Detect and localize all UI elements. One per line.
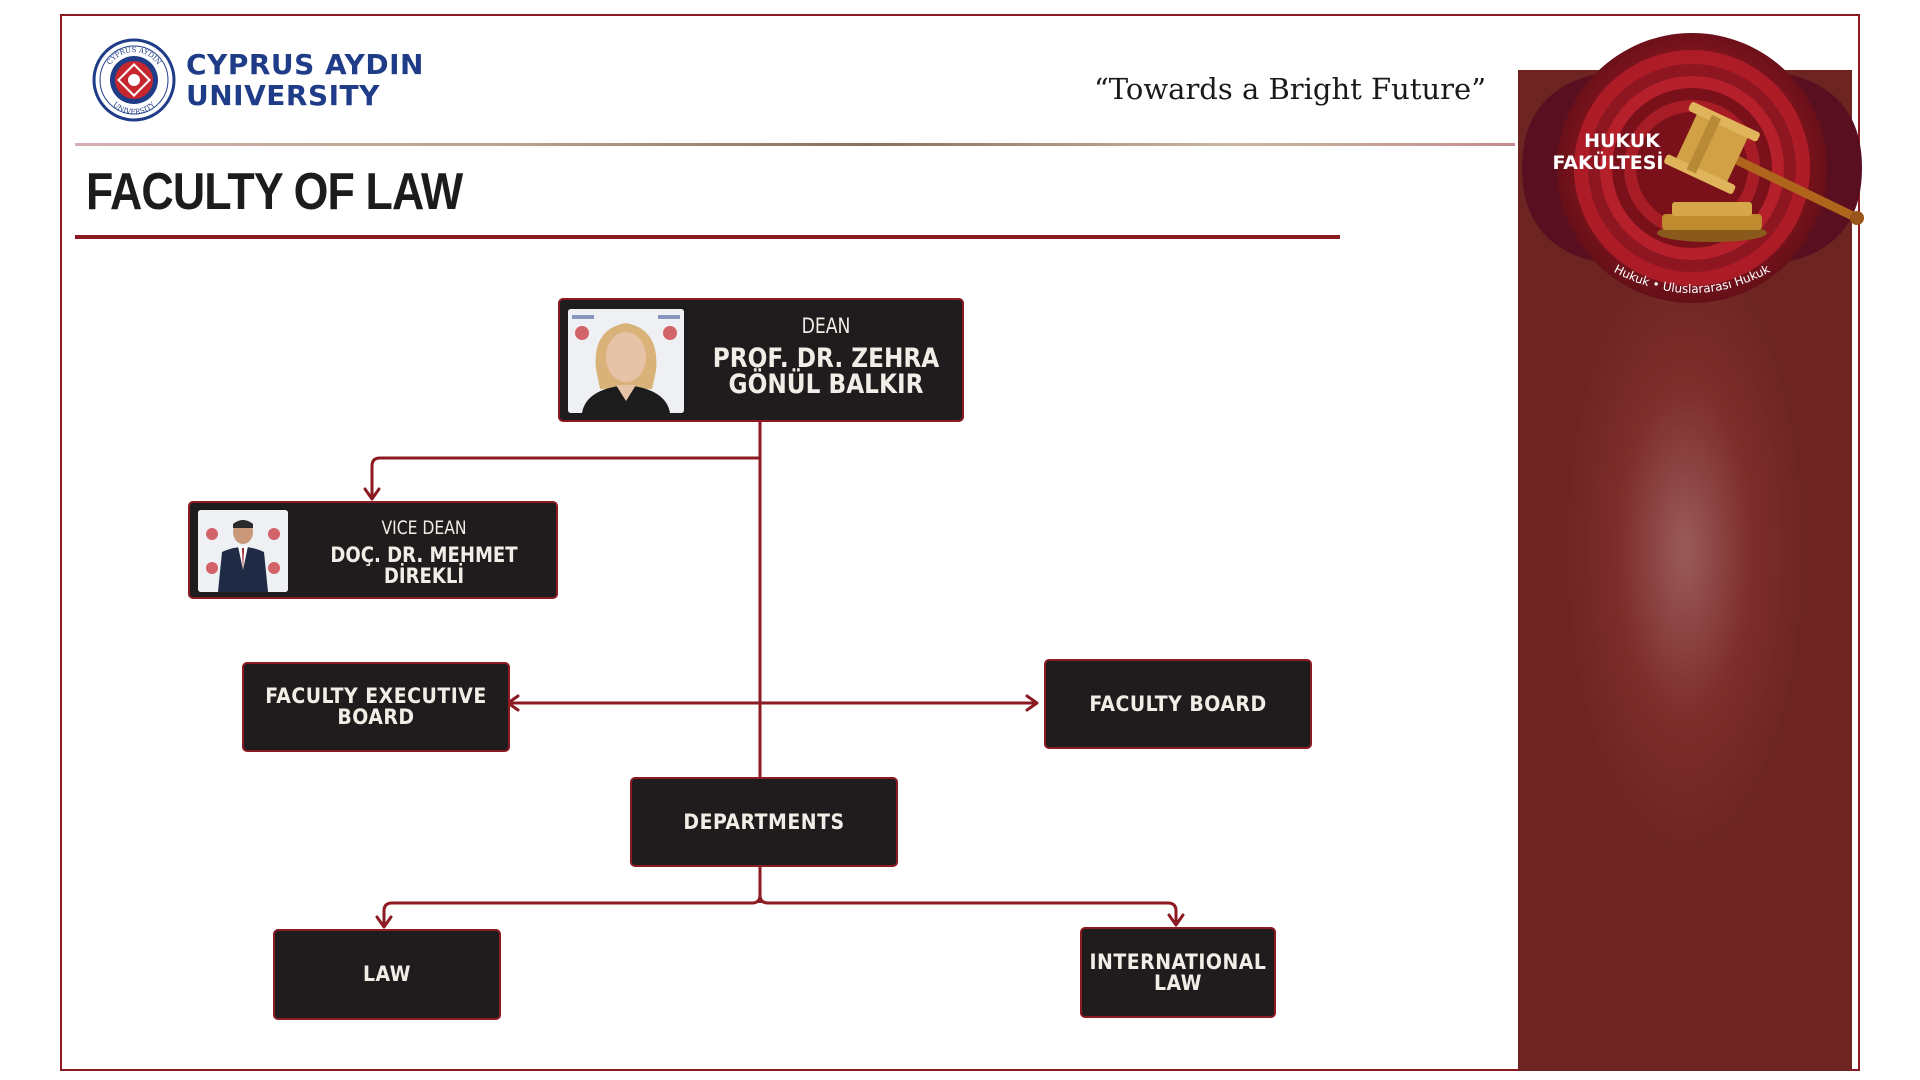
international-law-label: INTERNATIONAL LAW [1089,949,1267,995]
university-name-line2: UNIVERSITY [186,79,380,112]
dean-name-line1: PROF. DR. ZEHRA [712,343,940,374]
header-divider [75,143,1515,146]
vice-dean-name-line2: DİREKLİ [383,564,465,588]
connector-law [382,865,762,925]
title-underline [75,235,1340,239]
vice-dean-box[interactable]: VICE DEAN DOÇ. DR. MEHMET DİREKLİ [188,501,558,599]
arrow-faculty-board [1025,694,1039,712]
arrow-vice-dean [363,487,381,501]
connector-vice-dean [370,456,760,497]
law-label: LAW [362,962,412,986]
faculty-board-label: FACULTY BOARD [1089,691,1267,716]
vice-dean-text: VICE DEAN DOÇ. DR. MEHMET DİREKLİ [290,517,558,587]
arrow-international-law [1167,913,1185,927]
dean-role: DEAN [801,314,851,338]
dean-box[interactable]: DEAN PROF. DR. ZEHRA GÖNÜL BALKIR [558,298,964,422]
departments-box[interactable]: DEPARTMENTS [630,777,898,867]
vice-dean-name-line1: DOÇ. DR. MEHMET [330,543,518,567]
vice-dean-role: VICE DEAN [381,517,467,539]
arrow-law [375,915,393,929]
slogan: “Towards a Bright Future” [1093,72,1487,106]
university-name-line1: CYPRUS AYDIN [186,48,424,81]
faculty-executive-board-box[interactable]: FACULTY EXECUTIVE BOARD [242,662,510,752]
university-seal-icon: CYPRUS AYDIN UNIVERSITY [92,38,176,122]
page-title: FACULTY OF LAW [86,163,463,221]
emblem-title-line2: FAKÜLTESİ [1553,150,1664,174]
university-logo: CYPRUS AYDIN UNIVERSITY CYPRUS AYDIN UNI… [92,38,424,122]
gavel-icon [1657,102,1864,242]
law-box[interactable]: LAW [273,929,501,1020]
emblem-title-line1: HUKUK [1584,130,1661,152]
university-name: CYPRUS AYDIN UNIVERSITY [186,49,424,111]
connector-international-law [758,894,1178,923]
vice-dean-photo [198,510,288,592]
dean-text: DEAN PROF. DR. ZEHRA GÖNÜL BALKIR [688,314,964,398]
faculty-board-box[interactable]: FACULTY BOARD [1044,659,1312,749]
departments-label: DEPARTMENTS [683,809,845,834]
dean-name-line2: GÖNÜL BALKIR [728,369,924,400]
faculty-emblem: HUKUK FAKÜLTESİ Hukuk • Uluslararası Huk… [1522,33,1864,303]
slide-frame [60,14,1860,1071]
dean-photo [568,309,684,413]
faculty-executive-board-label: FACULTY EXECUTIVE BOARD [265,684,487,729]
international-law-box[interactable]: INTERNATIONAL LAW [1080,927,1276,1018]
